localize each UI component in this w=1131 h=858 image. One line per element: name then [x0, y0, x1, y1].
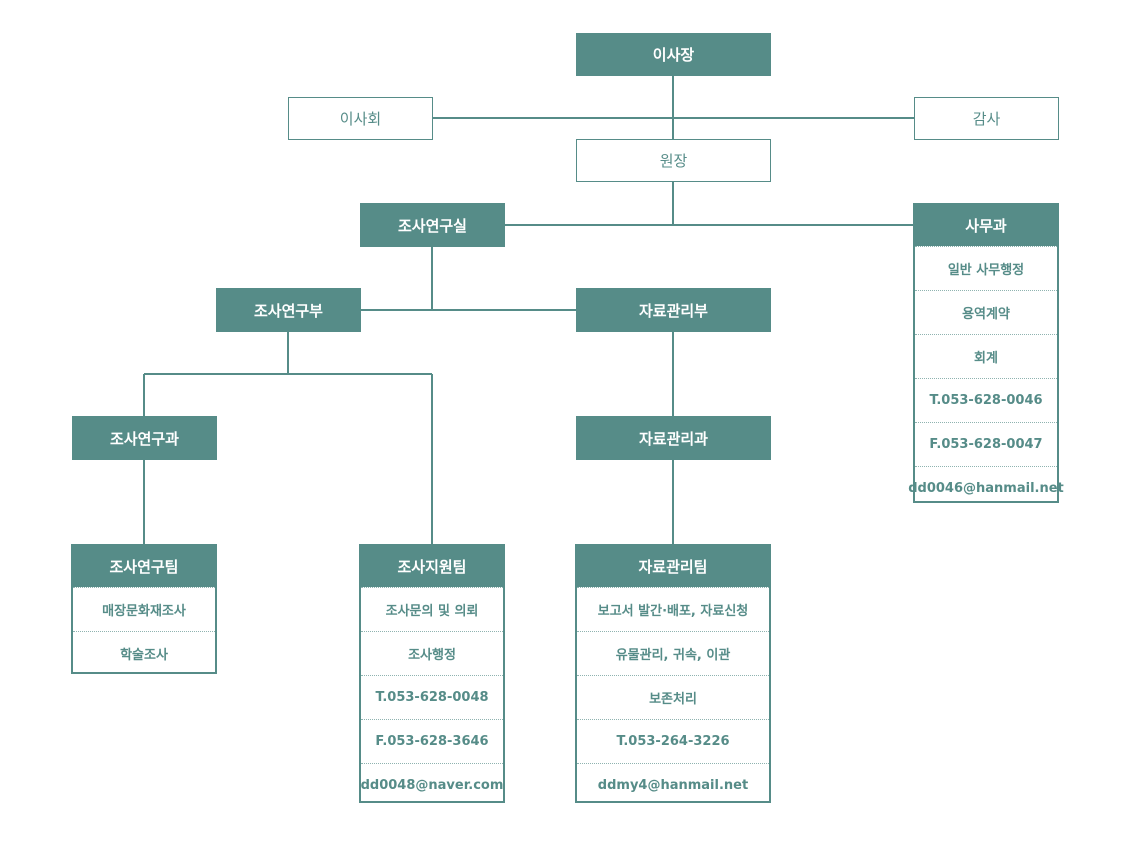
material-team-item: 보존처리 — [577, 675, 769, 719]
admin-fax: F.053-628-0047 — [915, 422, 1057, 466]
research-section-node: 조사연구과 — [72, 416, 217, 460]
research-office-node: 조사연구실 — [360, 203, 505, 247]
admin-card: 사무과 일반 사무행정 용역계약 회계 T.053-628-0046 F.053… — [908, 203, 1064, 503]
admin-phone: T.053-628-0046 — [915, 378, 1057, 422]
admin-item: 일반 사무행정 — [915, 246, 1057, 290]
material-team-item: 유물관리, 귀속, 이관 — [577, 631, 769, 675]
research-team-item: 학술조사 — [73, 631, 215, 675]
research-dept-node: 조사연구부 — [216, 288, 361, 332]
material-dept-node: 자료관리부 — [576, 288, 771, 332]
chairman-node: 이사장 — [576, 33, 771, 76]
material-section-node: 자료관리과 — [576, 416, 771, 460]
board-node: 이사회 — [288, 97, 433, 140]
material-team-item: 보고서 발간·배포, 자료신청 — [577, 587, 769, 631]
director-label: 원장 — [659, 152, 688, 170]
research-section-label: 조사연구과 — [109, 429, 179, 448]
research-dept-label: 조사연구부 — [253, 301, 323, 320]
admin-item: 회계 — [915, 334, 1057, 378]
material-team-phone: T.053-264-3226 — [577, 719, 769, 763]
admin-title: 사무과 — [915, 205, 1057, 246]
research-office-label: 조사연구실 — [397, 216, 467, 235]
support-team-item: 조사문의 및 의뢰 — [361, 587, 503, 631]
material-dept-label: 자료관리부 — [638, 301, 708, 320]
research-team-card: 조사연구팀 매장문화재조사 학술조사 — [71, 544, 217, 674]
material-section-label: 자료관리과 — [638, 429, 708, 448]
support-team-item: 조사행정 — [361, 631, 503, 675]
chairman-label: 이사장 — [652, 46, 695, 64]
admin-email: dd0046@hanmail.net — [908, 466, 1064, 510]
director-node: 원장 — [576, 139, 771, 182]
support-team-email: dd0048@naver.com — [361, 763, 503, 807]
support-team-card: 조사지원팀 조사문의 및 의뢰 조사행정 T.053-628-0048 F.05… — [359, 544, 505, 803]
support-team-title: 조사지원팀 — [361, 546, 503, 587]
support-team-fax: F.053-628-3646 — [361, 719, 503, 763]
research-team-item: 매장문화재조사 — [73, 587, 215, 631]
research-team-title: 조사연구팀 — [73, 546, 215, 587]
material-team-email: ddmy4@hanmail.net — [577, 763, 769, 807]
material-team-card: 자료관리팀 보고서 발간·배포, 자료신청 유물관리, 귀속, 이관 보존처리 … — [575, 544, 771, 803]
auditor-node: 감사 — [914, 97, 1059, 140]
admin-item: 용역계약 — [915, 290, 1057, 334]
board-label: 이사회 — [339, 110, 382, 128]
auditor-label: 감사 — [972, 110, 1001, 128]
support-team-phone: T.053-628-0048 — [361, 675, 503, 719]
material-team-title: 자료관리팀 — [577, 546, 769, 587]
